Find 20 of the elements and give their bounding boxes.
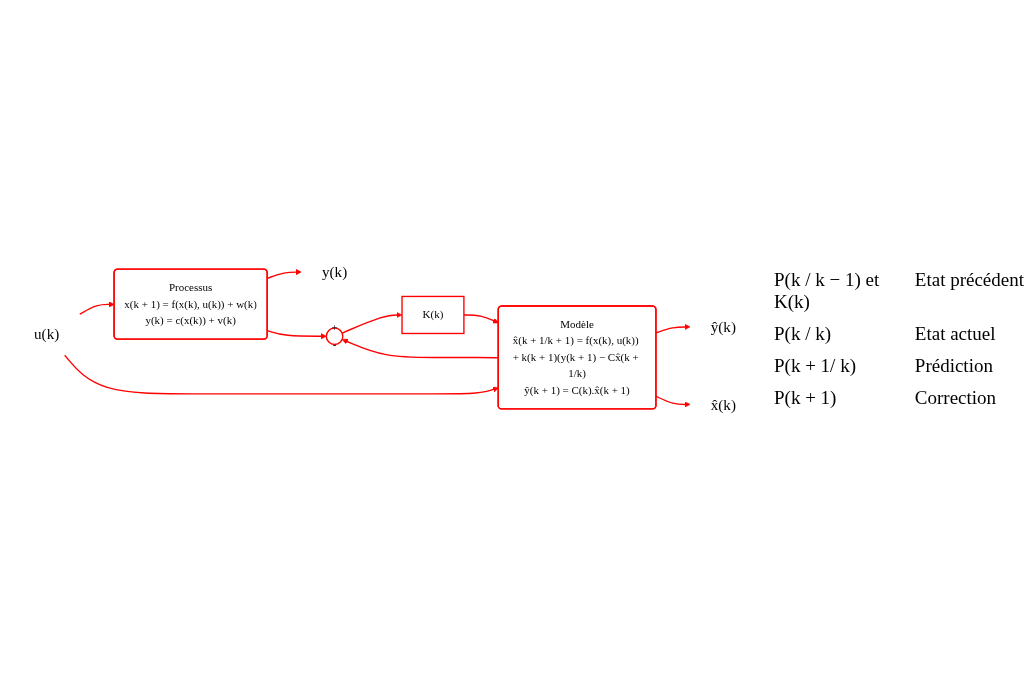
annotation-text: P(k / k − 1) et K(k) bbox=[774, 268, 881, 313]
node-circle: + - bbox=[325, 327, 344, 346]
arrow bbox=[79, 301, 115, 316]
node-box: K(k) bbox=[401, 295, 465, 335]
annotation-text: P(k / k) bbox=[774, 322, 832, 345]
annotation-text: Prédiction bbox=[914, 354, 994, 377]
node-text: x̂(k) bbox=[710, 396, 736, 414]
annotation-text: P(k + 1) bbox=[774, 386, 838, 409]
annotation-text: Etat actuel bbox=[914, 322, 997, 345]
arrow bbox=[64, 354, 499, 395]
arrow bbox=[655, 395, 691, 408]
node-text: y(k) bbox=[322, 263, 348, 281]
annotation-text: Correction bbox=[914, 386, 998, 409]
annotation-text: Etat précédent bbox=[914, 268, 1024, 292]
annotation-text: P(k + 1/ k) bbox=[774, 354, 857, 377]
node-text: ŷ(k) bbox=[710, 318, 736, 336]
arrow bbox=[463, 314, 499, 324]
arrow bbox=[655, 324, 691, 334]
node-text: u(k) bbox=[34, 325, 60, 343]
arrow bbox=[341, 312, 403, 334]
